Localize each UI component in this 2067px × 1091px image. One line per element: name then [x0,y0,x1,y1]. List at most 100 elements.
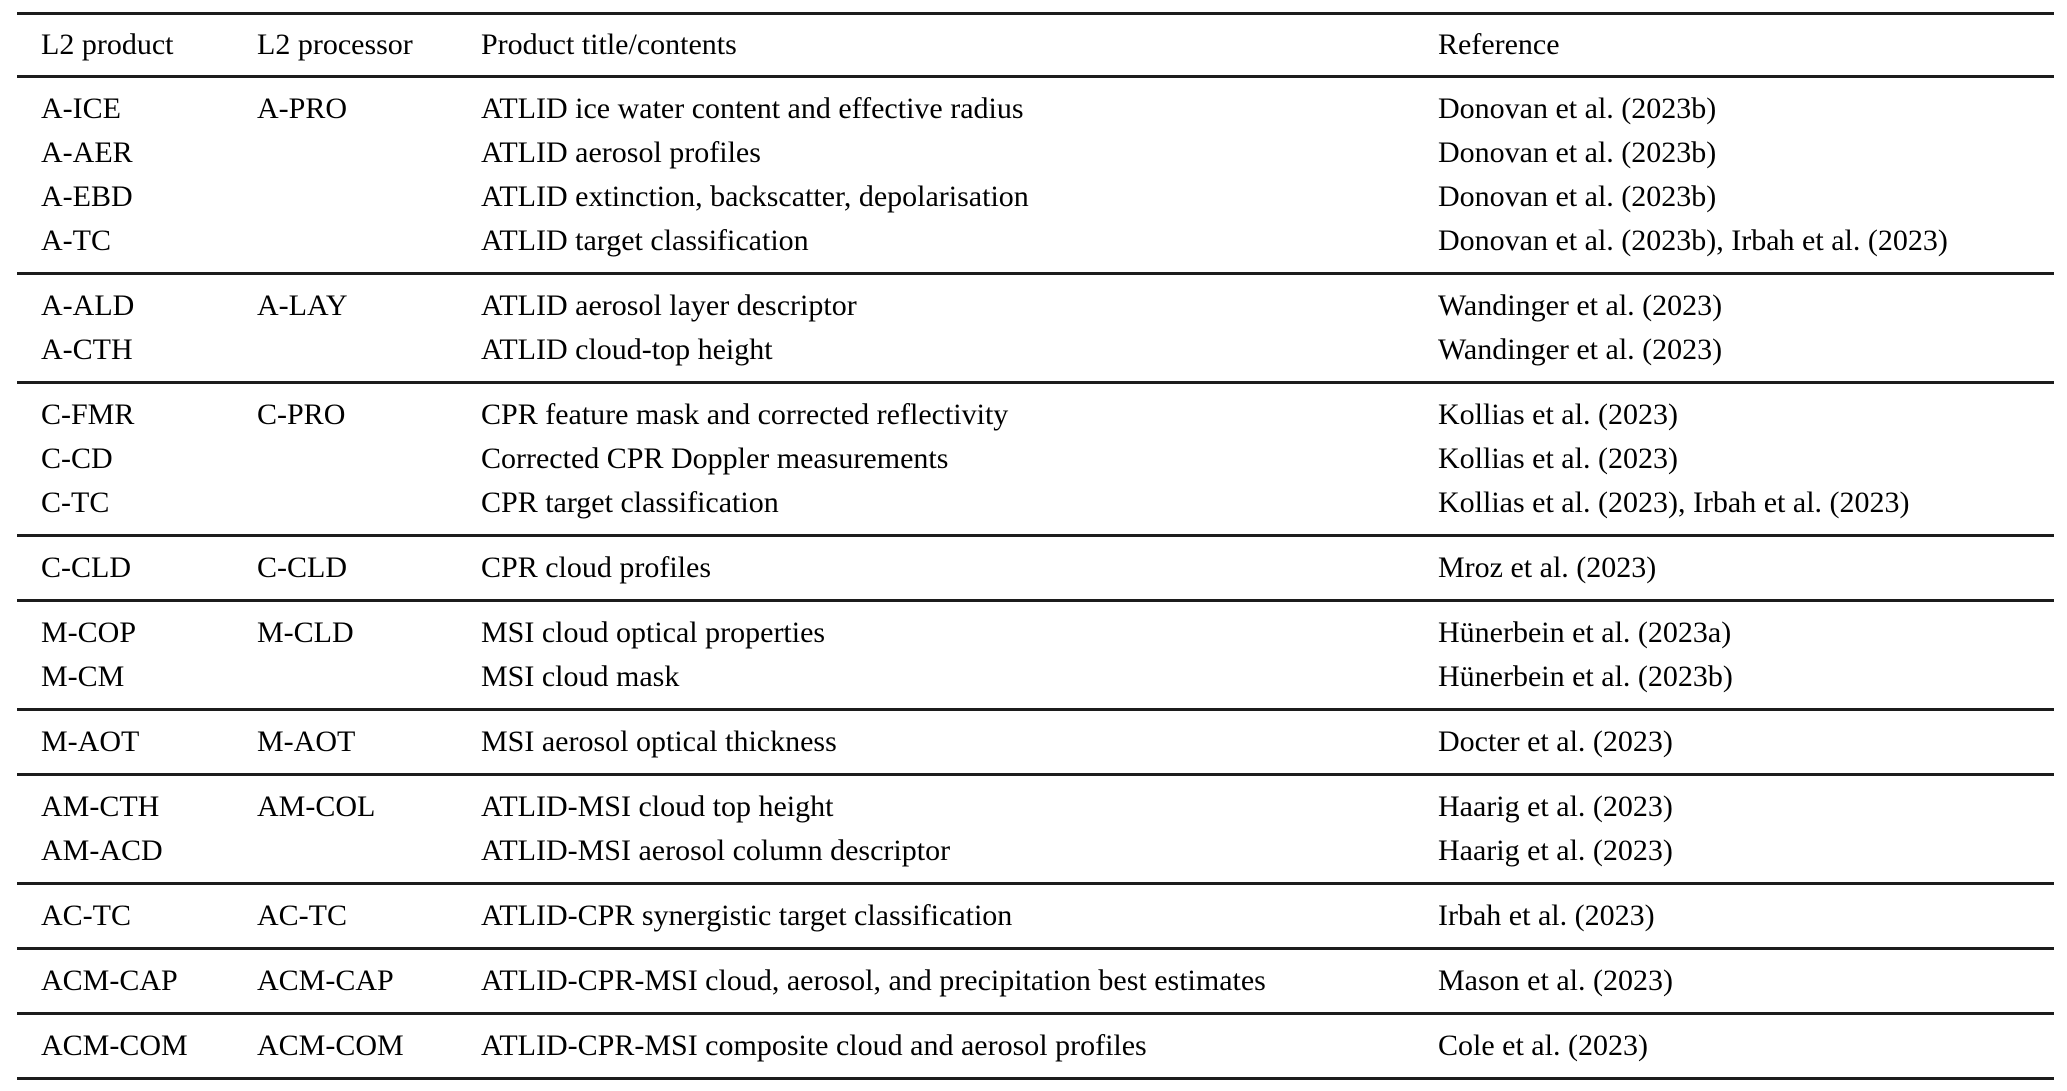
cell-l2-processor [257,219,481,274]
table-header: L2 product L2 processor Product title/co… [17,13,2054,78]
cell-reference: Mroz et al. (2023) [1438,551,1657,584]
table-group-m-aot: M-AOT M-AOT MSI aerosol optical thicknes… [17,710,2054,775]
cell-product-title: CPR feature mask and corrected reflectiv… [481,398,1009,431]
cell-product-title: ATLID cloud-top height [481,333,773,366]
cell-l2-product: M-CM [41,660,125,693]
cell-reference: Wandinger et al. (2023) [1438,333,1723,366]
cell-product-title: ATLID-CPR synergistic target classificat… [481,899,1013,932]
cell-l2-product: ACM-COM [41,1029,188,1062]
cell-product-title: CPR cloud profiles [481,551,711,584]
table-row: A-AER ATLID aerosol profiles Donovan et … [17,131,2054,175]
cell-reference: Donovan et al. (2023b) [1438,92,1717,125]
table-group-c-pro: C-FMR C-PRO CPR feature mask and correct… [17,383,2054,536]
cell-product-title: ATLID-CPR-MSI cloud, aerosol, and precip… [481,964,1266,997]
cell-l2-processor [257,328,481,383]
table-row: M-AOT M-AOT MSI aerosol optical thicknes… [17,710,2054,775]
cell-l2-product: M-COP [41,616,137,649]
table-row: A-EBD ATLID extinction, backscatter, dep… [17,175,2054,219]
cell-l2-processor: A-LAY [257,289,348,322]
cell-reference: Haarig et al. (2023) [1438,834,1673,867]
table-row: C-FMR C-PRO CPR feature mask and correct… [17,383,2054,438]
cell-l2-product: A-EBD [41,180,133,213]
cell-l2-processor: AM-COL [257,790,376,823]
cell-product-title: ATLID-CPR-MSI composite cloud and aeroso… [481,1029,1147,1062]
cell-reference: Kollias et al. (2023) [1438,398,1678,431]
cell-l2-processor [257,131,481,175]
cell-product-title: MSI aerosol optical thickness [481,725,837,758]
cell-product-title: ATLID-MSI cloud top height [481,790,834,823]
cell-l2-processor [257,481,481,536]
cell-reference: Haarig et al. (2023) [1438,790,1673,823]
table-row: C-CD Corrected CPR Doppler measurements … [17,437,2054,481]
cell-l2-processor: A-PRO [257,92,348,125]
cell-product-title: Corrected CPR Doppler measurements [481,442,949,475]
column-header-product-title: Product title/contents [481,13,1438,78]
cell-l2-processor [257,829,481,884]
table-group-a-lay: A-ALD A-LAY ATLID aerosol layer descript… [17,274,2054,383]
column-header-l2-product: L2 product [17,13,257,78]
cell-reference: Irbah et al. (2023) [1438,899,1655,932]
cell-reference: Docter et al. (2023) [1438,725,1673,758]
table-row: M-COP M-CLD MSI cloud optical properties… [17,601,2054,656]
cell-l2-product: C-CD [41,442,113,475]
table-row: C-CLD C-CLD CPR cloud profiles Mroz et a… [17,536,2054,601]
cell-l2-product: A-AER [41,136,133,169]
cell-l2-processor: M-CLD [257,616,354,649]
cell-reference: Hünerbein et al. (2023b) [1438,660,1733,693]
cell-reference: Hünerbein et al. (2023a) [1438,616,1732,649]
table-row: AM-CTH AM-COL ATLID-MSI cloud top height… [17,775,2054,830]
table-row: C-TC CPR target classification Kollias e… [17,481,2054,536]
l2-products-table: L2 product L2 processor Product title/co… [17,12,2054,1080]
table-row: A-ICE A-PRO ATLID ice water content and … [17,77,2054,132]
cell-product-title: ATLID target classification [481,224,809,257]
cell-l2-product: C-CLD [41,551,131,584]
cell-product-title: MSI cloud optical properties [481,616,826,649]
table-row: ACM-CAP ACM-CAP ATLID-CPR-MSI cloud, aer… [17,949,2054,1014]
cell-reference: Mason et al. (2023) [1438,964,1673,997]
cell-l2-product: A-TC [41,224,111,257]
table-group-c-cld: C-CLD C-CLD CPR cloud profiles Mroz et a… [17,536,2054,601]
table-row: AC-TC AC-TC ATLID-CPR synergistic target… [17,884,2054,949]
cell-reference: Donovan et al. (2023b) [1438,136,1717,169]
table-group-am-col: AM-CTH AM-COL ATLID-MSI cloud top height… [17,775,2054,884]
column-header-l2-processor: L2 processor [257,13,481,78]
table-row: A-TC ATLID target classification Donovan… [17,219,2054,274]
table-row: M-CM MSI cloud mask Hünerbein et al. (20… [17,655,2054,710]
table-row: ACM-COM ACM-COM ATLID-CPR-MSI composite … [17,1014,2054,1079]
cell-l2-processor: C-PRO [257,398,346,431]
cell-product-title: ATLID aerosol profiles [481,136,761,169]
cell-l2-product: AC-TC [41,899,131,932]
cell-product-title: CPR target classification [481,486,779,519]
cell-l2-processor [257,655,481,710]
cell-l2-product: AM-CTH [41,790,160,823]
cell-l2-product: A-ALD [41,289,135,322]
table-row: AM-ACD ATLID-MSI aerosol column descript… [17,829,2054,884]
cell-product-title: MSI cloud mask [481,660,680,693]
cell-product-title: ATLID extinction, backscatter, depolaris… [481,180,1029,213]
cell-product-title: ATLID-MSI aerosol column descriptor [481,834,951,867]
header-row: L2 product L2 processor Product title/co… [17,13,2054,78]
cell-l2-processor: AC-TC [257,899,347,932]
table-row: A-ALD A-LAY ATLID aerosol layer descript… [17,274,2054,329]
column-header-reference: Reference [1438,13,2054,78]
cell-l2-processor: M-AOT [257,725,356,758]
cell-l2-product: ACM-CAP [41,964,178,997]
cell-l2-product: A-CTH [41,333,133,366]
cell-reference: Donovan et al. (2023b), Irbah et al. (20… [1438,224,1948,257]
cell-l2-product: M-AOT [41,725,140,758]
table-group-a-pro: A-ICE A-PRO ATLID ice water content and … [17,77,2054,274]
cell-reference: Kollias et al. (2023) [1438,442,1678,475]
cell-l2-product: C-FMR [41,398,135,431]
table-row: A-CTH ATLID cloud-top height Wandinger e… [17,328,2054,383]
cell-l2-processor [257,175,481,219]
cell-l2-product: AM-ACD [41,834,163,867]
table-group-acm-cap: ACM-CAP ACM-CAP ATLID-CPR-MSI cloud, aer… [17,949,2054,1014]
cell-reference: Wandinger et al. (2023) [1438,289,1723,322]
table-group-ac-tc: AC-TC AC-TC ATLID-CPR synergistic target… [17,884,2054,949]
cell-reference: Donovan et al. (2023b) [1438,180,1717,213]
cell-l2-processor: C-CLD [257,551,347,584]
cell-l2-product: C-TC [41,486,110,519]
cell-l2-processor: ACM-CAP [257,964,394,997]
cell-product-title: ATLID aerosol layer descriptor [481,289,857,322]
